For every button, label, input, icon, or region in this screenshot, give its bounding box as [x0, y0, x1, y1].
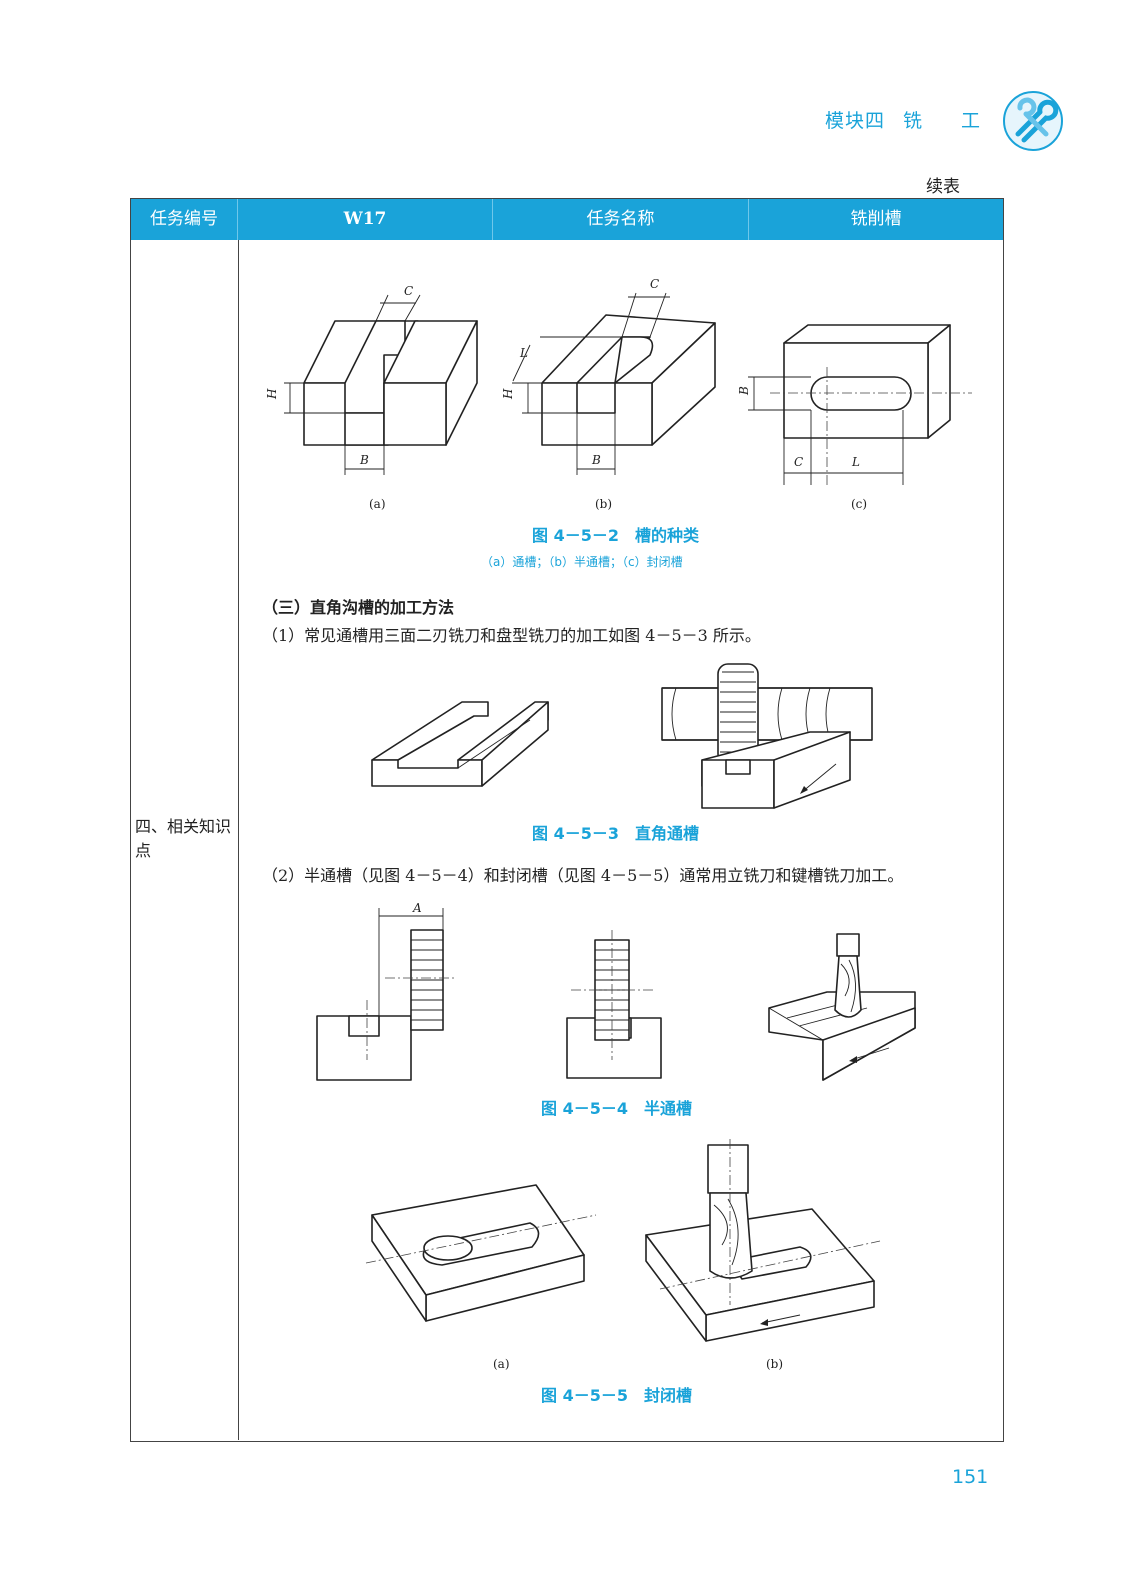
- continued-label: 续表: [926, 177, 960, 197]
- svg-text:B: B: [591, 453, 601, 467]
- through-slot-drawing: H B C: [265, 284, 478, 475]
- closed-slot-workpiece-b: [645, 1139, 881, 1342]
- wrench-icon: [1003, 91, 1063, 151]
- figure-4-5-2-drawing: H B C H B L C: [265, 277, 972, 487]
- header-task-number-value: W17: [238, 199, 493, 240]
- half-through-slot-drawing: H B L C: [501, 277, 716, 475]
- fig-4-5-2-subcaption: （a）通槽；（b）半通槽；（c）封闭槽: [481, 555, 683, 569]
- fig-4-5-4-caption: 图 4－5－4 半通槽: [541, 1099, 692, 1118]
- svg-text:B: B: [737, 386, 751, 396]
- svg-text:C: C: [794, 455, 803, 469]
- table-header-row: 任务编号 W17 任务名称 铣削槽: [131, 199, 1003, 240]
- running-header: 模块四铣 工: [825, 106, 981, 133]
- svg-text:H: H: [501, 388, 515, 400]
- figure-4-5-5-drawing: [365, 1139, 881, 1342]
- svg-text:A: A: [412, 901, 422, 915]
- fig-4-5-2-label-c: (c): [851, 497, 868, 511]
- module-label: 模块四: [825, 110, 886, 132]
- closed-slot-drawing: B C L: [737, 324, 972, 487]
- svg-text:C: C: [650, 277, 659, 291]
- fig-4-5-5-label-a: (a): [493, 1357, 510, 1371]
- page-number: 151: [952, 1466, 989, 1488]
- closed-slot-workpiece-a: [365, 1184, 597, 1322]
- end-mill-half-slot: [768, 933, 916, 1081]
- header-task-name-value: 铣削槽: [850, 209, 902, 229]
- row-label: 四、相关知识点: [135, 817, 232, 860]
- fig-4-5-5-caption: 图 4－5－5 封闭槽: [541, 1386, 692, 1405]
- figure-4-5-3-drawing: [371, 663, 873, 809]
- fig-4-5-2-label-b: (b): [595, 497, 613, 511]
- fig-4-5-2-label-a: (a): [369, 497, 386, 511]
- header-task-number: 任务编号: [131, 199, 238, 240]
- through-slot-workpiece: [371, 701, 549, 787]
- header-title-b: 工: [961, 110, 982, 132]
- svg-text:H: H: [265, 388, 279, 400]
- task-table: 任务编号 W17 任务名称 铣削槽 四、相关知识点: [130, 198, 1004, 1442]
- section-heading: （三）直角沟槽的加工方法: [262, 598, 455, 617]
- figure-4-5-4-drawing: A: [316, 901, 916, 1081]
- paragraph-2: （2）半通槽（见图 4－5－4）和封闭槽（见图 4－5－5）通常用立铣刀和键槽铣…: [262, 866, 904, 885]
- header-title-a: 铣: [903, 110, 924, 132]
- svg-text:C: C: [404, 284, 413, 298]
- header-task-name: 任务名称: [493, 199, 749, 240]
- column-divider: [238, 240, 239, 1440]
- fig-4-5-3-caption: 图 4－5－3 直角通槽: [532, 824, 699, 843]
- half-slot-side-view: A: [316, 901, 457, 1081]
- fig-4-5-2-caption: 图 4－5－2 槽的种类: [532, 526, 699, 545]
- fig-4-5-5-label-b: (b): [766, 1357, 784, 1371]
- svg-text:L: L: [519, 346, 528, 360]
- half-slot-front-view: [566, 930, 662, 1079]
- paragraph-1: （1）常见通槽用三面二刃铣刀和盘型铣刀的加工如图 4－5－3 所示。: [262, 626, 761, 645]
- disc-cutter-setup: [661, 663, 873, 809]
- svg-text:L: L: [851, 455, 860, 469]
- svg-text:B: B: [359, 453, 369, 467]
